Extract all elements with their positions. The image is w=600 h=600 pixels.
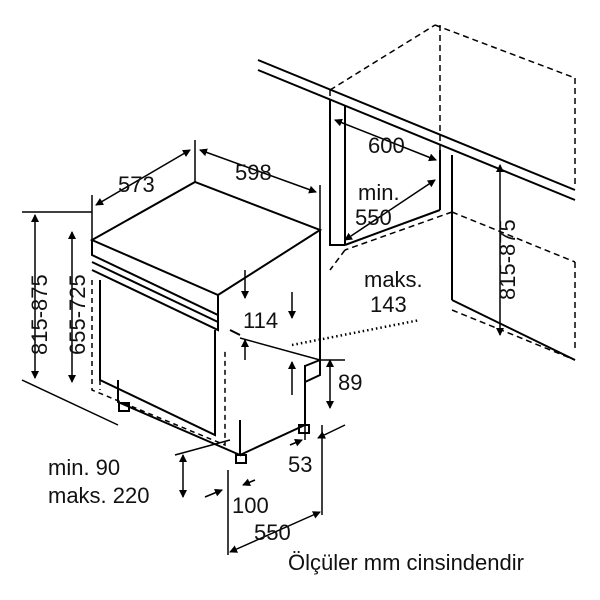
label-598: 598: [235, 160, 272, 185]
label-550-base: 550: [254, 520, 291, 545]
dishwasher-hidden-lines: [91, 280, 226, 447]
dishwasher-body: [89, 180, 323, 464]
dimension-lines: [21, 118, 504, 555]
label-min-90: min. 90: [48, 455, 120, 480]
label-815-875-right: 815-875: [495, 219, 520, 300]
label-573: 573: [118, 172, 155, 197]
label-114: 114: [243, 308, 278, 333]
label-143: 143: [370, 292, 407, 317]
label-815-875-left: 815-875: [27, 274, 52, 355]
label-min-niche: min.: [358, 180, 400, 205]
cabinet-hidden-lines: [329, 24, 576, 361]
label-maks-220: maks. 220: [48, 483, 150, 508]
caption: Ölçüler mm cinsindendir: [288, 550, 524, 575]
label-550-niche: 550: [355, 205, 392, 230]
label-100: 100: [232, 493, 269, 518]
label-maks-panel: maks.: [364, 267, 423, 292]
label-600: 600: [368, 133, 405, 158]
label-89: 89: [338, 370, 362, 395]
label-53: 53: [288, 452, 312, 477]
cabinet-niche: [257, 59, 576, 361]
label-655-725: 655-725: [65, 274, 90, 355]
